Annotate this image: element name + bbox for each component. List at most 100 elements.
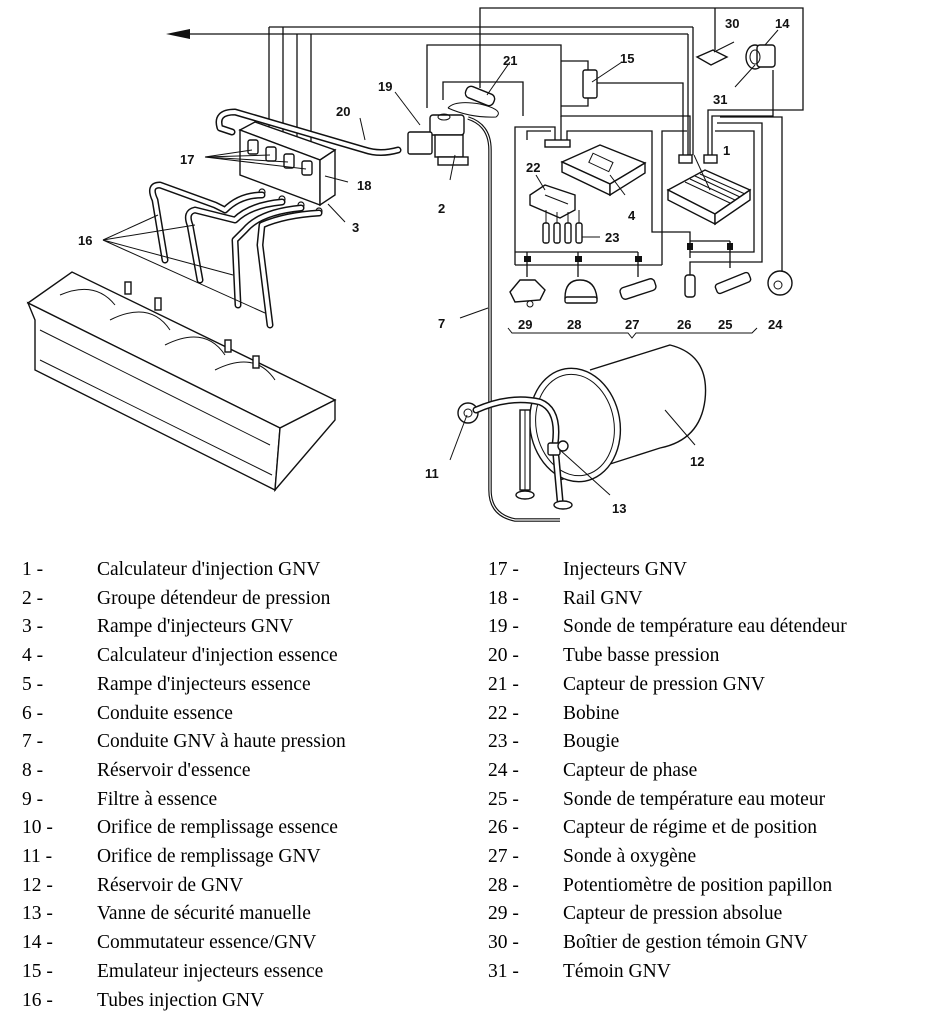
gnv-injection-tubes [148, 181, 323, 329]
callout-11: 11 [425, 466, 439, 481]
gnv-system-diagram: 1 2 3 4 7 11 12 13 14 15 16 17 18 19 20 … [26, 7, 804, 522]
legend-item-number: 1 - [22, 559, 44, 580]
legend-item: 17 - Injecteurs GNV [488, 556, 847, 585]
legend-item-number: 17 - [488, 559, 519, 580]
legend-item-number: 7 - [22, 731, 44, 753]
legend-item: 12 -Réservoir de GNV [22, 872, 346, 901]
legend-item-number: 15 - [22, 960, 53, 982]
legend-item: 5 -Rampe d'injecteurs essence [22, 671, 346, 700]
engine-water-temp-sensor [714, 271, 752, 295]
petrol-ecu [560, 144, 647, 197]
legend-item-label: Sonde de température eau moteur [563, 788, 826, 810]
callout-13: 13 [612, 501, 626, 516]
gnv-pressure-sensor [447, 85, 499, 118]
legend-item: 8 - Réservoir d'essence [22, 757, 346, 786]
petrol-gnv-switch [745, 44, 776, 70]
callout-1: 1 [723, 143, 730, 158]
legend-item: 1 - Calculateur d'injection GNV [22, 556, 346, 585]
legend-item-label: Injecteurs GNV [563, 559, 687, 580]
legend-item: 3 - Rampe d'injecteurs GNV [22, 613, 346, 642]
legend-item-number: 22 - [488, 702, 519, 724]
legend-item-label: Calculateur d'injection essence [97, 645, 338, 667]
callout-30: 30 [725, 16, 739, 31]
pressure-regulator [429, 113, 469, 166]
legend-item-label: Témoin GNV [563, 960, 671, 982]
legend-left-column: 1 - Calculateur d'injection GNV 2 - Groupe … [22, 556, 346, 1015]
legend-item-number: 20 - [488, 645, 519, 667]
engine-cylinder-head [26, 271, 337, 493]
legend-item-number: 23 - [488, 731, 519, 753]
legend-item-label: Orifice de remplissage essence [97, 817, 338, 839]
legend-item-number: 8 - [22, 759, 44, 781]
callout-26: 26 [677, 317, 691, 332]
callout-12: 12 [690, 454, 704, 469]
callout-18: 18 [357, 178, 371, 193]
legend-item-number: 13 - [22, 903, 53, 925]
legend-item-label: Capteur de régime et de position [563, 817, 817, 839]
spark-plugs [542, 210, 583, 244]
ignition-coil [529, 184, 576, 219]
legend-item-label: Rampe d'injecteurs GNV [97, 616, 294, 638]
callout-24: 24 [768, 317, 783, 332]
legend-item-label: Emulateur injecteurs essence [97, 960, 324, 982]
legend-item: 31 - Témoin GNV [488, 958, 847, 987]
legend-item-label: Capteur de pression absolue [563, 903, 783, 925]
arrow-left-icon [166, 29, 190, 39]
callout-2: 2 [438, 201, 445, 216]
gnv-indicator-control-box [695, 49, 729, 66]
legend-item: 19 - Sonde de température eau détendeur [488, 613, 847, 642]
callout-27: 27 [625, 317, 639, 332]
legend-item: 13 -Vanne de sécurité manuelle [22, 900, 346, 929]
legend-item: 27 -Sonde à oxygène [488, 843, 847, 872]
legend-item-number: 2 - [22, 587, 44, 609]
legend-item-label: Réservoir d'essence [97, 759, 251, 781]
legend-item-number: 30 - [488, 932, 519, 954]
legend-item-number: 29 - [488, 903, 519, 925]
callout-29: 29 [518, 317, 532, 332]
legend-item: 14 -Commutateur essence/GNV [22, 929, 346, 958]
legend-item-label: Commutateur essence/GNV [97, 932, 317, 954]
legend-item-label: Groupe détendeur de pression [97, 587, 331, 609]
legend-item-label: Sonde de température eau détendeur [563, 616, 847, 638]
callout-23: 23 [605, 230, 619, 245]
leader-lines [102, 29, 779, 496]
legend-item-label: Réservoir de GNV [97, 874, 244, 896]
oxygen-sensor [619, 278, 657, 300]
legend-item: 6 -Conduite essence [22, 700, 346, 729]
legend-item-label: Rampe d'injecteurs essence [97, 673, 311, 695]
legend-item: 21 -Capteur de pression GNV [488, 671, 847, 700]
legend-item-number: 3 - [22, 616, 44, 638]
legend-item-number: 18 - [488, 587, 519, 609]
legend-item-number: 19 - [488, 616, 519, 638]
map-sensor [509, 279, 546, 308]
callout-21: 21 [503, 53, 517, 68]
legend-item-number: 28 - [488, 874, 519, 896]
gnv-injector-rail [238, 121, 337, 215]
callout-31: 31 [713, 92, 727, 107]
legend-item-label: Sonde à oxygène [563, 846, 697, 868]
legend-item: 24 -Capteur de phase [488, 757, 847, 786]
legend-item: 18 -Rail GNV [488, 585, 847, 614]
wiring-harness [166, 7, 804, 280]
tank-bracket [515, 409, 573, 510]
legend-item-label: Bobine [563, 702, 620, 724]
legend-item-number: 31 - [488, 960, 519, 982]
legend-item: 30 - Boîtier de gestion témoin GNV [488, 929, 847, 958]
legend-item-number: 16 - [22, 989, 53, 1011]
callout-3: 3 [352, 220, 359, 235]
legend-item-label: Calculateur d'injection GNV [97, 559, 321, 580]
regulator-water-temp-sensor [407, 131, 433, 155]
callout-14: 14 [775, 16, 790, 31]
callout-17: 17 [180, 152, 194, 167]
legend-item-label: Conduite GNV à haute pression [97, 731, 346, 753]
legend-item-number: 24 - [488, 759, 519, 781]
legend-item: 23 -Bougie [488, 728, 847, 757]
legend-item: 16 -Tubes injection GNV [22, 987, 346, 1016]
speed-position-sensor [684, 274, 696, 298]
legend-item-label: Boîtier de gestion témoin GNV [563, 932, 808, 954]
legend-item: 28 -Potentiomètre de position papillon [488, 872, 847, 901]
legend-item-number: 4 - [22, 645, 44, 667]
legend-item: 10 -Orifice de remplissage essence [22, 814, 346, 843]
legend-item-label: Orifice de remplissage GNV [97, 846, 321, 868]
